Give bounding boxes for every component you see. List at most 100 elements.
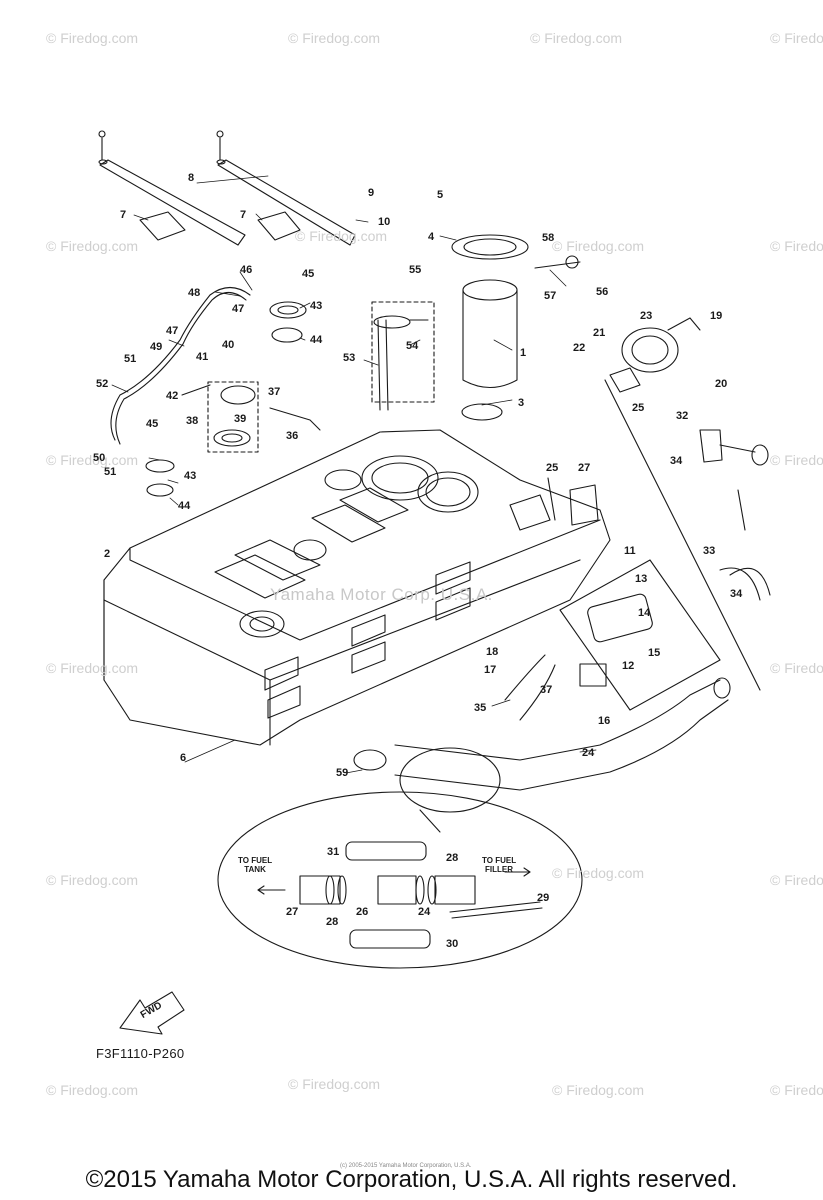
part-label-30: 30 <box>446 938 459 950</box>
part-label-48: 48 <box>188 287 201 299</box>
part-label-47: 47 <box>166 325 179 337</box>
part-label-43: 43 <box>310 300 323 312</box>
part-label-52: 52 <box>96 378 109 390</box>
part-label-18: 18 <box>486 646 499 658</box>
to-fuel-tank-note: TO FUEL TANK <box>238 856 272 874</box>
watermark: © Firedog.com <box>530 30 623 46</box>
part-label-16: 16 <box>598 715 611 727</box>
breather-hoses <box>110 286 321 445</box>
part-label-45: 45 <box>146 418 159 430</box>
watermark: © Firedog.com <box>46 452 139 468</box>
part-label-47: 47 <box>232 303 245 315</box>
part-label-45: 45 <box>302 268 315 280</box>
part-label-24: 24 <box>418 906 431 918</box>
watermark: © Firedog.com <box>770 660 823 676</box>
watermark: © Firedog.com <box>770 872 823 888</box>
part-label-10: 10 <box>378 216 391 228</box>
part-label-14: 14 <box>638 607 651 619</box>
part-label-19: 19 <box>710 310 723 322</box>
part-label-5: 5 <box>437 189 444 201</box>
part-label-49: 49 <box>150 341 163 353</box>
part-label-55: 55 <box>409 264 422 276</box>
part-label-20: 20 <box>715 378 728 390</box>
watermark: © Firedog.com <box>46 660 139 676</box>
fwd-arrow <box>119 991 185 1035</box>
part-label-27: 27 <box>578 462 591 474</box>
part-label-25: 25 <box>546 462 559 474</box>
watermark: © Firedog.com <box>552 1082 645 1098</box>
part-label-59: 59 <box>336 767 349 779</box>
watermark: © Firedog.com <box>770 30 823 46</box>
part-label-21: 21 <box>593 327 606 339</box>
watermark: © Firedog.com <box>770 1082 823 1098</box>
watermark: © Firedog.com <box>46 238 139 254</box>
part-label-53: 53 <box>343 352 356 364</box>
part-label-17: 17 <box>484 664 497 676</box>
part-label-12: 12 <box>622 660 635 672</box>
part-label-35: 35 <box>474 702 487 714</box>
part-label-57: 57 <box>544 290 557 302</box>
center-watermark: Yamaha Motor Corp. U.S.A. <box>270 585 493 604</box>
to-fuel-tank-line1: TO FUEL <box>238 856 273 865</box>
part-label-23: 23 <box>640 310 653 322</box>
part-label-43: 43 <box>184 470 197 482</box>
part-label-51: 51 <box>104 466 117 478</box>
footer-copyright: ©2015 Yamaha Motor Corporation, U.S.A. A… <box>85 1166 738 1193</box>
part-label-37: 37 <box>268 386 281 398</box>
part-label-22: 22 <box>573 342 586 354</box>
watermark: © Firedog.com <box>552 865 645 881</box>
watermark: © Firedog.com <box>288 30 381 46</box>
watermark: © Firedog.com <box>288 1076 381 1092</box>
part-label-26: 26 <box>356 906 369 918</box>
part-label-54: 54 <box>406 340 419 352</box>
detail-callout <box>217 791 583 969</box>
gaskets <box>145 301 307 497</box>
strap-pads <box>139 211 301 241</box>
part-label-9: 9 <box>368 187 375 199</box>
part-label-27: 27 <box>286 906 299 918</box>
to-fuel-filler-line2: FILLER <box>485 865 514 874</box>
part-label-28: 28 <box>326 916 339 928</box>
part-label-44: 44 <box>178 500 191 512</box>
part-label-44: 44 <box>310 334 323 346</box>
watermark: © Firedog.com <box>46 1082 139 1098</box>
diagram-code: F3F1110-P260 <box>96 1046 185 1061</box>
part-label-11: 11 <box>624 545 636 557</box>
part-label-15: 15 <box>648 647 661 659</box>
to-fuel-filler-note: TO FUEL FILLER <box>482 856 516 874</box>
watermark: © Firedog.com <box>46 30 139 46</box>
part-label-37: 37 <box>540 684 553 696</box>
tiny-copyright: (c) 2005-2015 Yamaha Motor Corporation, … <box>340 1163 472 1169</box>
tank-straps <box>98 130 356 246</box>
watermark: © Firedog.com <box>295 228 388 244</box>
part-label-6: 6 <box>180 752 187 764</box>
part-label-39: 39 <box>234 413 247 425</box>
part-label-3: 3 <box>518 397 525 409</box>
part-label-33: 33 <box>703 545 716 557</box>
part-label-40: 40 <box>222 339 235 351</box>
watermark: © Firedog.com <box>46 872 139 888</box>
part-label-41: 41 <box>196 351 209 363</box>
sleeve-27 <box>547 477 599 526</box>
to-fuel-tank-line2: TANK <box>244 865 266 874</box>
part-label-7: 7 <box>120 209 127 221</box>
leader-lines <box>111 175 597 774</box>
part-label-25: 25 <box>632 402 645 414</box>
part-label-2: 2 <box>104 548 111 560</box>
part-label-58: 58 <box>542 232 555 244</box>
filler-hose <box>353 654 731 791</box>
part-label-56: 56 <box>596 286 609 298</box>
part-label-50: 50 <box>93 452 106 464</box>
part-label-46: 46 <box>240 264 253 276</box>
part-label-31: 31 <box>327 846 340 858</box>
part-label-42: 42 <box>166 390 179 402</box>
part-label-4: 4 <box>428 231 435 243</box>
hose-33 <box>719 489 771 601</box>
part-label-1: 1 <box>520 347 527 359</box>
part-label-51: 51 <box>124 353 137 365</box>
filler-cap-assy <box>604 317 761 691</box>
part-label-7: 7 <box>240 209 247 221</box>
to-fuel-filler-line1: TO FUEL <box>482 856 517 865</box>
part-label-32: 32 <box>676 410 689 422</box>
watermark: © Firedog.com <box>770 238 823 254</box>
